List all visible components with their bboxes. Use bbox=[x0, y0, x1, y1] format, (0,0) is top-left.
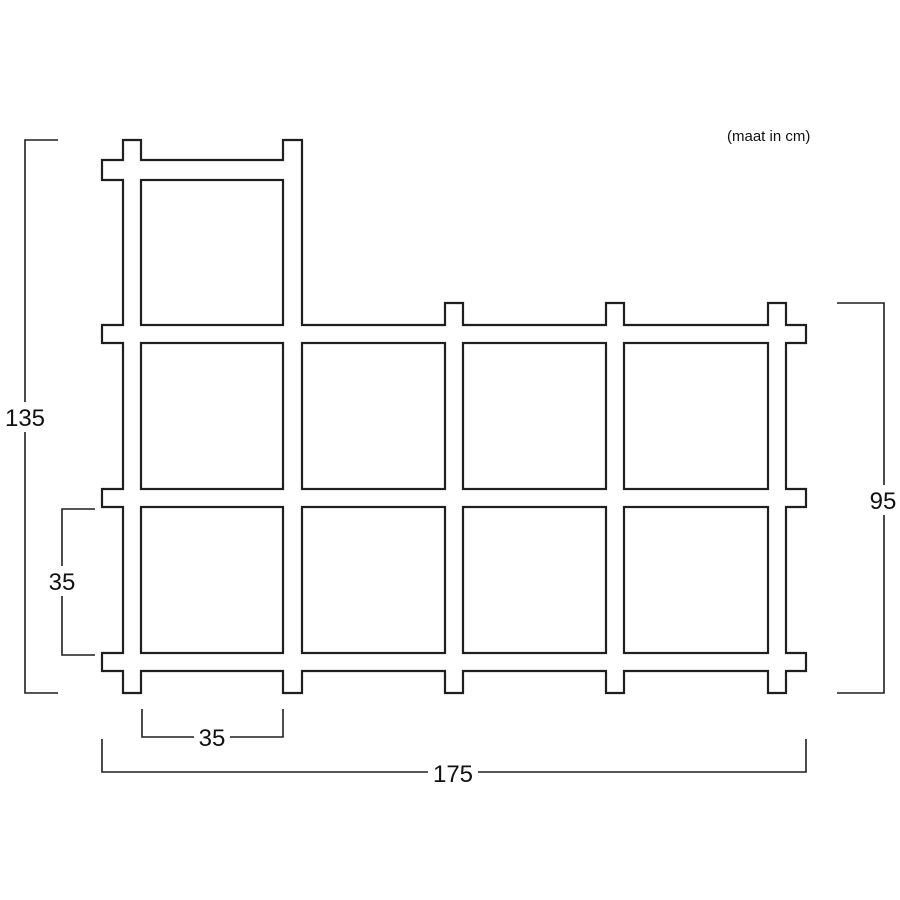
shelf-cell bbox=[139, 178, 285, 327]
total-width-label: 175 bbox=[433, 761, 473, 788]
shelf-outer-frame bbox=[100, 138, 808, 695]
cell-height-label: 35 bbox=[49, 569, 76, 596]
unit-note: (maat in cm) bbox=[727, 128, 810, 145]
shelf-cell bbox=[300, 341, 447, 491]
shelf-cell bbox=[461, 505, 608, 655]
shelf-cell bbox=[300, 505, 447, 655]
total-height-label: 135 bbox=[5, 405, 45, 432]
total-height-label-bg bbox=[6, 402, 46, 432]
total-width-label-bg bbox=[428, 760, 478, 786]
cell-height-label-bg bbox=[45, 566, 79, 596]
shelf-cell bbox=[139, 505, 285, 655]
right-height-label: 95 bbox=[870, 488, 897, 515]
cell-width-label-bg bbox=[194, 724, 230, 750]
shelf-cell bbox=[139, 341, 285, 491]
shelf-cell bbox=[461, 341, 608, 491]
cell-width-label: 35 bbox=[199, 725, 226, 752]
shelf-cell bbox=[622, 505, 770, 655]
right-height-label-bg bbox=[866, 485, 900, 515]
shelf-cell bbox=[622, 341, 770, 491]
